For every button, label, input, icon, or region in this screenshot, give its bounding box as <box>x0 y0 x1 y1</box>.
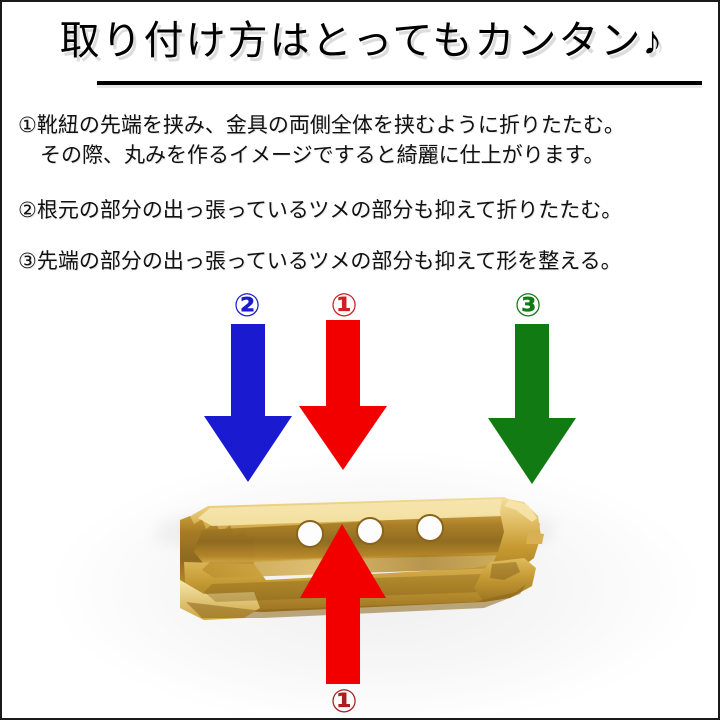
clasp-hole-1 <box>296 520 324 548</box>
instruction-2-main: ②根元の部分の出っ張っているツメの部分も抑えて折りたたむ。 <box>18 198 623 222</box>
callout-number-3: ③ <box>514 286 542 324</box>
clasp-right-notch-shade <box>490 562 520 580</box>
page-title: 取り付け方はとってもカンタン♪ <box>59 18 665 63</box>
instruction-item-1: ①靴紐の先端を挟み、金具の両側全体を挟むように折りたたむ。 その際、丸みを作るイ… <box>18 110 718 170</box>
clasp-hole-3 <box>416 514 444 542</box>
callout-number-1-bottom: ① <box>330 682 358 720</box>
callout-number-1-top: ① <box>330 286 358 324</box>
arrow-down-red-top <box>299 320 387 470</box>
instruction-item-2: ②根元の部分の出っ張っているツメの部分も抑えて折りたたむ。 <box>18 195 718 225</box>
instruction-1-sub: その際、丸みを作るイメージですると綺麗に仕上がります。 <box>40 143 605 167</box>
clasp-bottom-edge <box>186 584 526 618</box>
clasp-top-highlight <box>198 499 524 526</box>
instruction-item-3: ③先端の部分の出っ張っているツメの部分も抑えて形を整える。 <box>18 246 718 276</box>
clasp-tip-tab <box>526 532 544 544</box>
arrow-up-red-bottom <box>300 524 386 684</box>
title-divider <box>97 81 702 85</box>
arrow-down-green <box>488 324 576 484</box>
instruction-3-main: ③先端の部分の出っ張っているツメの部分も抑えて形を整える。 <box>18 249 622 273</box>
instruction-1-main: ①靴紐の先端を挟み、金具の両側全体を挟むように折りたたむ。 <box>18 113 625 137</box>
clasp-right-highlight <box>504 500 537 522</box>
clasp-hole-2 <box>356 517 384 545</box>
arrow-down-blue <box>204 324 292 482</box>
callout-number-2: ② <box>233 286 261 324</box>
